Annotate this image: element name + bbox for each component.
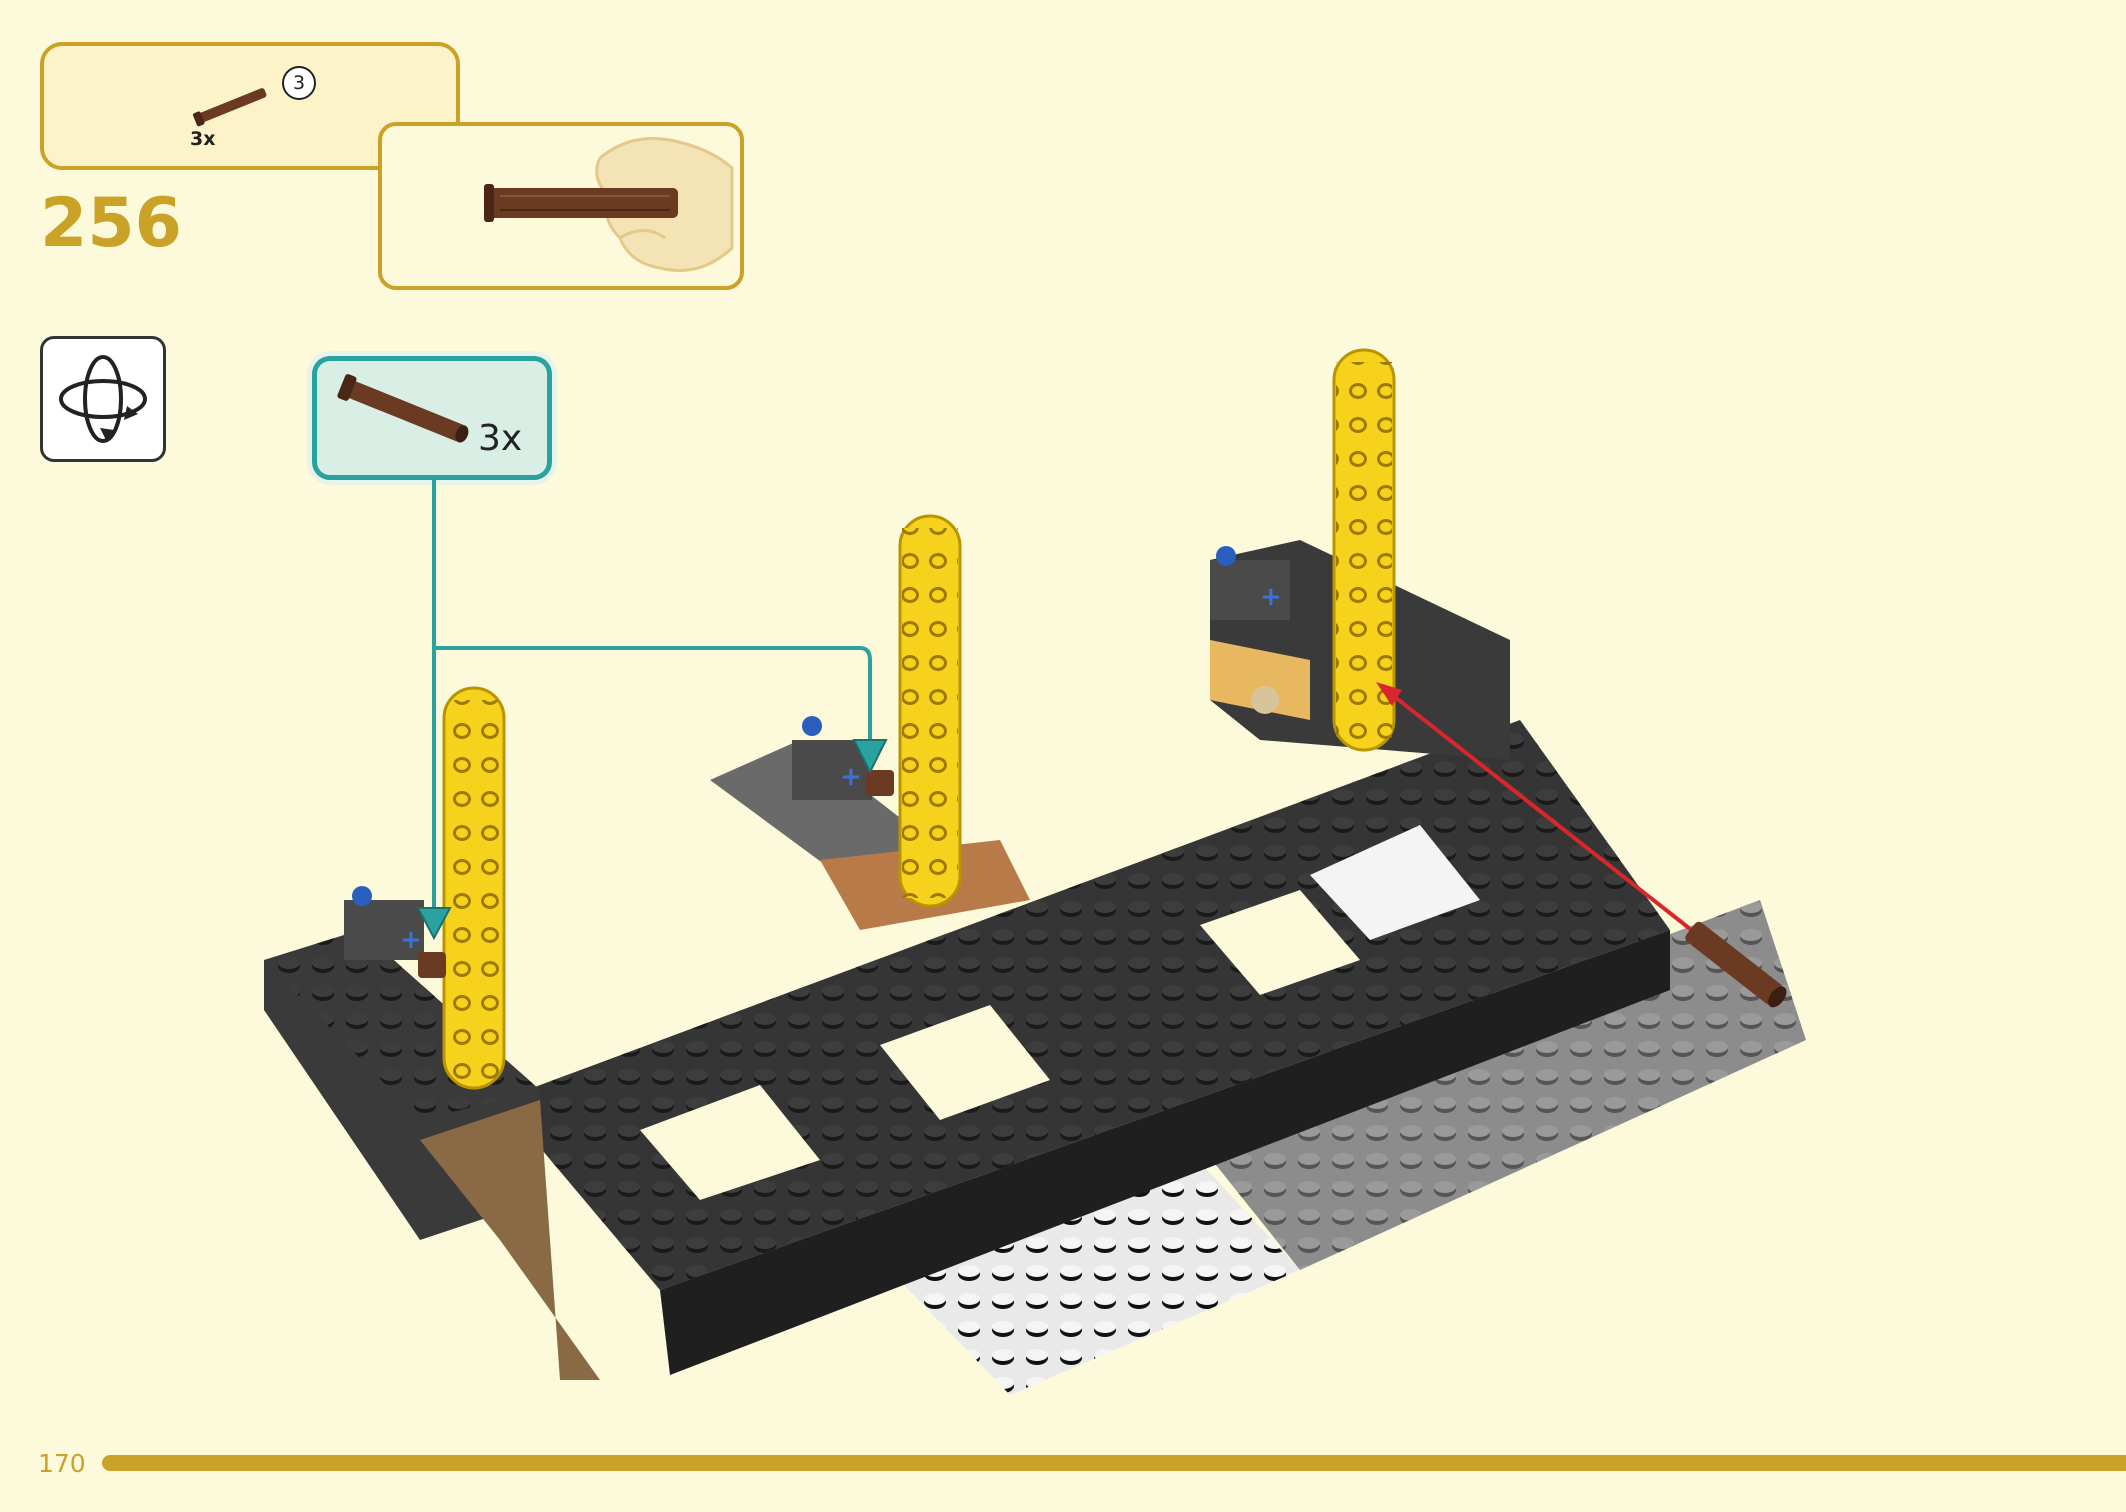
parts-quantity: 3x <box>190 128 216 150</box>
insertion-arrow <box>1384 688 1696 934</box>
cross-block-left <box>344 900 424 960</box>
callout-quantity: 3x <box>478 418 523 459</box>
cross-block-right <box>1210 560 1290 620</box>
axle-pin-icon <box>192 88 267 127</box>
pin-middle <box>866 770 894 796</box>
parts-list-box <box>40 42 460 170</box>
svg-text:+: + <box>400 925 422 955</box>
step-number: 256 <box>40 184 182 263</box>
hand-push-icon <box>484 136 734 272</box>
page-progress-bar <box>102 1455 2126 1471</box>
pin-right <box>1685 921 1787 1008</box>
yellow-beam-right <box>1332 348 1396 752</box>
svg-text:+: + <box>840 762 862 792</box>
callout-pin-icon <box>337 374 469 443</box>
yellow-beam-left <box>442 686 506 1090</box>
callout-guide-line <box>432 480 872 910</box>
svg-text:+: + <box>1260 582 1282 612</box>
page-number: 170 <box>38 1449 86 1478</box>
part-length-badge: 3 <box>282 66 316 100</box>
pin-left <box>418 952 446 978</box>
rotate-model-icon <box>59 355 147 443</box>
dark-frame-side <box>660 930 1670 1375</box>
yellow-beam-middle <box>898 514 962 908</box>
